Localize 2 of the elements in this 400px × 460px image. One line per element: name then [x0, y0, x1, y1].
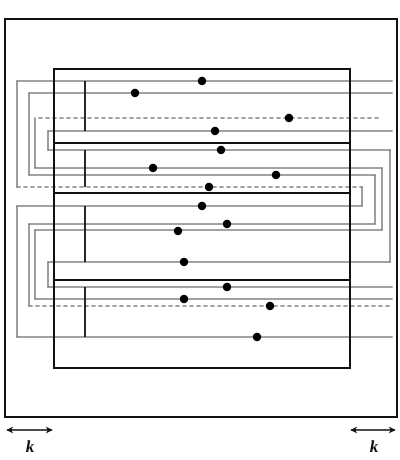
dimension-label: k: [370, 438, 378, 455]
dimension-label: k: [26, 438, 34, 455]
